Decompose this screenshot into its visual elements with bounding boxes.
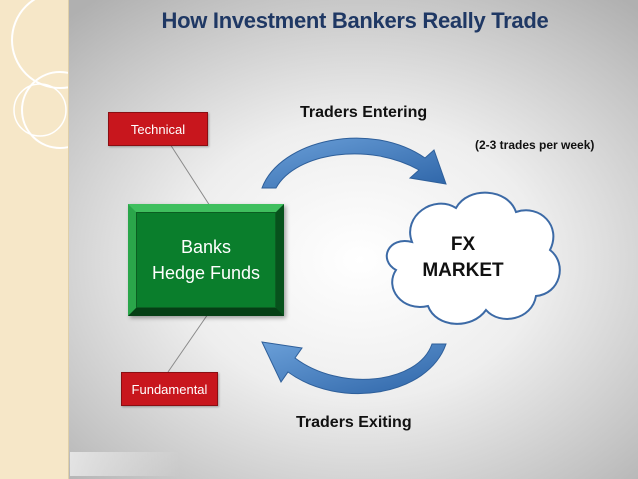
banks-hedge-funds-box: Banks Hedge Funds [128, 204, 284, 316]
fundamental-box: Fundamental [121, 372, 218, 406]
traders-exiting-arrow-icon [261, 341, 447, 395]
traders-exiting-label: Traders Exiting [296, 414, 412, 431]
hedge-funds-label: Hedge Funds [151, 263, 261, 283]
fx-market-label: FX MARKET [402, 232, 524, 284]
decorative-rings-icon [11, 0, 68, 149]
fx-market-cloud-icon [385, 191, 561, 325]
technical-box: Technical [108, 112, 208, 146]
footer-fade [70, 452, 180, 476]
traders-entering-label: Traders Entering [300, 104, 428, 121]
left-decorative-strip [0, 0, 69, 479]
trades-per-week-note: (2-3 trades per week) [475, 138, 595, 152]
fundamental-label: Fundamental [131, 381, 208, 397]
technical-label: Technical [130, 121, 186, 137]
slide-title: How Investment Bankers Really Trade [161, 8, 549, 33]
fx-label: FX [450, 234, 476, 255]
banks-label: Banks [180, 237, 232, 257]
traders-entering-arrow-icon [261, 137, 447, 189]
market-label: MARKET [422, 260, 504, 281]
